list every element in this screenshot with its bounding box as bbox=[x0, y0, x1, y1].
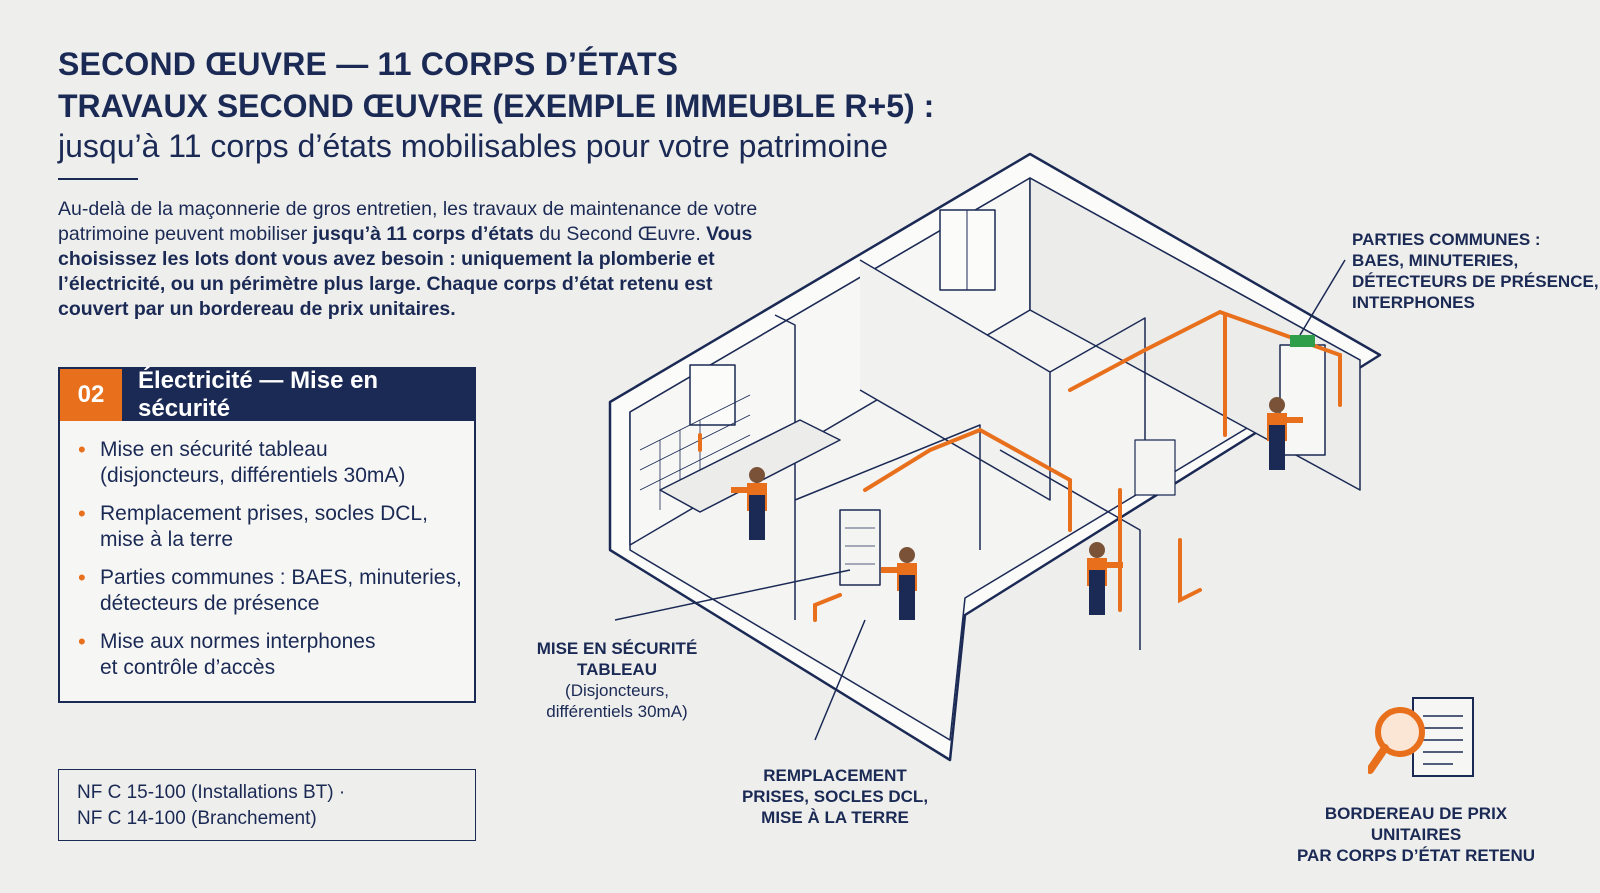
partition-3 bbox=[1049, 317, 1146, 450]
list-item-line1: Remplacement prises, socles DCL, bbox=[100, 502, 428, 525]
intro-bold-2: Vous choisissez les lots dont vous avez … bbox=[58, 223, 753, 320]
lot-bullet-list: Mise en sécurité tableau (disjoncteurs, d… bbox=[60, 421, 474, 681]
callout-line: PARTIES COMMUNES : bbox=[1352, 230, 1541, 249]
partition-1 bbox=[859, 259, 1051, 501]
list-item-line2: (disjoncteurs, différentiels 30mA) bbox=[100, 464, 406, 487]
list-item: Mise aux normes interphones et contrôle d… bbox=[78, 629, 474, 681]
worker-figures bbox=[731, 397, 1303, 620]
list-item: Mise en sécurité tableau (disjoncteurs, d… bbox=[78, 437, 474, 489]
page-subtitle: jusqu’à 11 corps d’états mobilisables po… bbox=[58, 128, 889, 164]
callout-tableau: MISE EN SÉCURITÉ TABLEAU (Disjoncteurs, … bbox=[532, 638, 702, 722]
norm-line1: NF C 15-100 (Installations BT) · bbox=[77, 782, 346, 803]
title-underline bbox=[58, 178, 138, 180]
callout-sub-line: (Disjoncteurs, bbox=[565, 681, 669, 700]
callout-bpu: BORDEREAU DE PRIX UNITAIRES PAR CORPS D’… bbox=[1282, 803, 1550, 866]
lot-number-badge: 02 bbox=[60, 369, 122, 421]
list-item-line2: mise à la terre bbox=[100, 528, 234, 551]
electrical-panel bbox=[839, 509, 881, 586]
callout-line: DÉTECTEURS DE PRÉSENCE, bbox=[1352, 272, 1599, 291]
callout-line: INTERPHONES bbox=[1352, 293, 1475, 312]
partition-2 bbox=[774, 314, 796, 620]
leader-prises bbox=[814, 619, 866, 741]
partition-5 bbox=[794, 424, 981, 550]
norms-box: NF C 15-100 (Installations BT) · NF C 14… bbox=[58, 769, 476, 841]
lot-card-header: 02 Électricité — Mise en sécurité bbox=[60, 367, 474, 422]
callout-line: MISE EN SÉCURITÉ bbox=[536, 639, 698, 658]
list-item: Remplacement prises, socles DCL, mise à l… bbox=[78, 501, 474, 553]
list-item-line2: détecteurs de présence bbox=[100, 592, 320, 615]
magnifier-document-icon bbox=[1368, 697, 1474, 777]
callout-prises: REMPLACEMENT PRISES, SOCLES DCL, MISE À … bbox=[740, 765, 930, 828]
list-item-line2: et contrôle d’accès bbox=[100, 656, 276, 679]
kitchen-counter bbox=[659, 419, 841, 513]
lot-card: 02 Électricité — Mise en sécurité Mise e… bbox=[58, 367, 476, 703]
list-item-line1: Mise aux normes interphones bbox=[100, 630, 376, 653]
intro-paragraph: Au-delà de la maçonnerie de gros entreti… bbox=[58, 197, 758, 322]
callout-line: REMPLACEMENT bbox=[763, 766, 907, 785]
callout-line: BAES, MINUTERIES, bbox=[1352, 251, 1519, 270]
list-item-line1: Mise en sécurité tableau bbox=[100, 438, 328, 461]
lot-card-title: Électricité — Mise en sécurité bbox=[122, 367, 474, 422]
callout-sub-line: différentiels 30mA) bbox=[546, 702, 688, 721]
callout-line: TABLEAU bbox=[577, 660, 657, 679]
callout-line: PRISES, SOCLES DCL, bbox=[741, 787, 929, 806]
building-illustration bbox=[608, 152, 1382, 762]
leader-tableau bbox=[614, 569, 851, 621]
leader-common bbox=[1299, 259, 1346, 336]
exit-sign bbox=[1290, 335, 1315, 347]
partition-4 bbox=[999, 449, 1141, 650]
page-title-line2: TRAVAUX SECOND ŒUVRE (EXEMPLE IMMEUBLE R… bbox=[58, 88, 935, 124]
callout-common-areas: PARTIES COMMUNES : BAES, MINUTERIES, DÉT… bbox=[1352, 229, 1599, 313]
intro-text-1: Au-delà de la maçonnerie de gros entreti… bbox=[58, 198, 758, 245]
callout-line: PAR CORPS D’ÉTAT RETENU bbox=[1296, 846, 1535, 865]
callout-line: BORDEREAU DE PRIX UNITAIRES bbox=[1324, 804, 1508, 844]
norm-line2: NF C 14-100 (Branchement) bbox=[77, 808, 317, 829]
page-title-line1: SECOND ŒUVRE — 11 CORPS D’ÉTATS bbox=[58, 46, 679, 82]
intro-bold-1: jusqu’à 11 corps d’états bbox=[312, 223, 534, 245]
list-item-line1: Parties communes : BAES, minuteries, bbox=[100, 566, 462, 589]
callout-line: MISE À LA TERRE bbox=[761, 808, 909, 827]
list-item: Parties communes : BAES, minuteries, déte… bbox=[78, 565, 474, 617]
intro-text-2: du Second Œuvre. bbox=[533, 223, 707, 245]
